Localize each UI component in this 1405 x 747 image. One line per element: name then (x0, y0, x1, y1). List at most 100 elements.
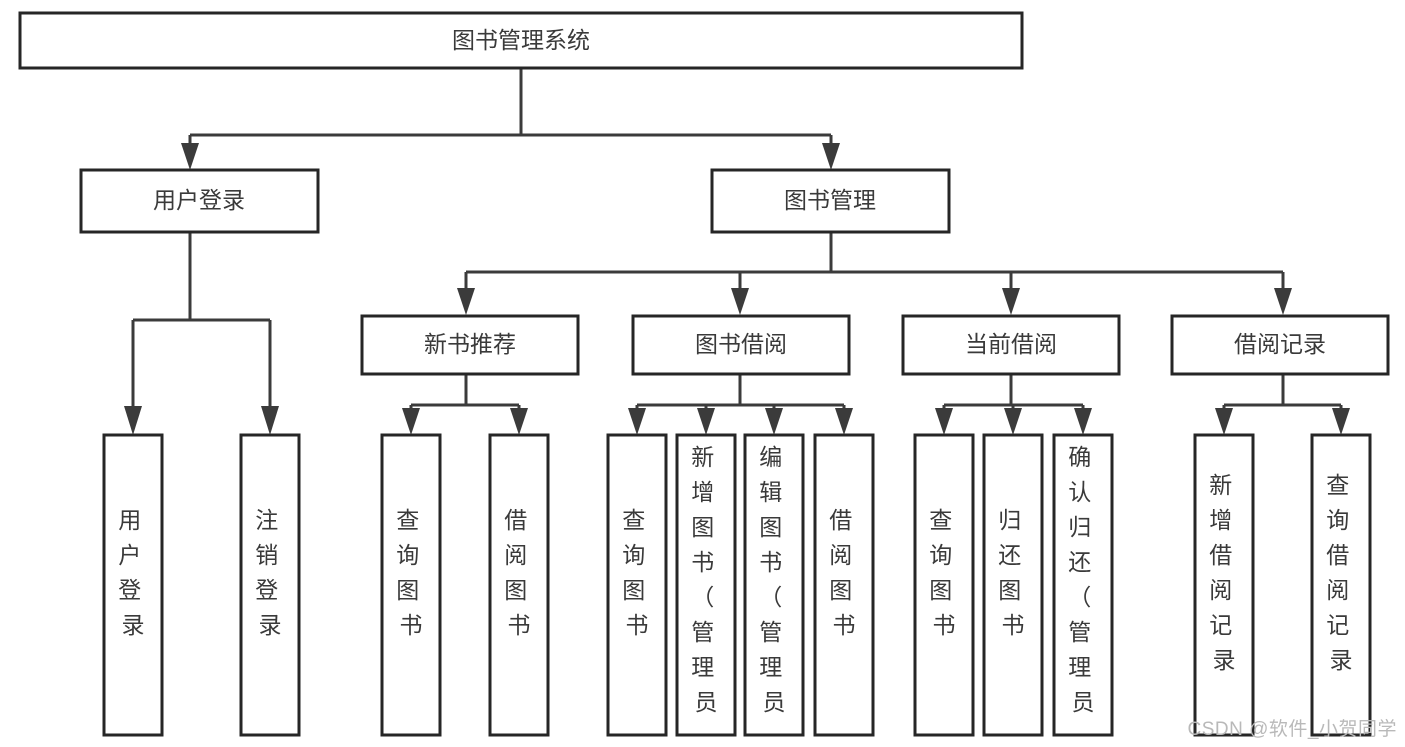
leaf-bb-borrow-book-box[interactable] (813, 433, 875, 737)
leaf-nb-borrow-book-box[interactable] (488, 433, 550, 737)
vchar: 管 (1068, 619, 1091, 645)
leaf-br-add-record[interactable]: 新 增 借 阅 记 录 (1193, 433, 1255, 737)
vchar: 书 (400, 612, 423, 638)
vchar: 管 (691, 619, 714, 645)
edge-group-book-manage-to-level3 (457, 232, 1292, 315)
vchar: 图 (759, 514, 782, 540)
leaf-br-query-record-box[interactable] (1310, 433, 1372, 737)
arrowhead-bb-borrow-book (835, 408, 853, 435)
edge-group-new-book-to-leaves (402, 375, 528, 435)
vchar: 询 (622, 542, 645, 568)
vchar: 图 (504, 577, 527, 603)
vchar: 查 (396, 507, 419, 533)
arrowhead-nb-borrow-book (510, 408, 528, 435)
leaf-br-query-record[interactable]: 查 询 借 阅 记 录 (1310, 433, 1372, 737)
vchar: 理 (691, 654, 714, 680)
vchar: 阅 (1326, 577, 1349, 603)
leaf-cb-return-book-box[interactable] (982, 433, 1044, 737)
vchar: 询 (1326, 507, 1349, 533)
vchar: 用 (118, 507, 141, 533)
vchar: 注 (255, 507, 278, 533)
leaf-bb-add-book-box[interactable] (675, 433, 737, 737)
arrowhead-cb-return-book (1004, 408, 1022, 435)
node-book-management[interactable]: 图书管理 (710, 168, 951, 234)
vchar: 归 (998, 507, 1021, 533)
vchar: 图 (691, 514, 714, 540)
leaf-cb-query-book[interactable]: 查 询 图 书 (913, 433, 975, 737)
vchar: 借 (829, 507, 852, 533)
leaf-cb-confirm-return-label: 确 认 归 还 （ 管 理 员 (1068, 444, 1097, 715)
leaf-cb-confirm-return-box[interactable] (1052, 433, 1114, 737)
vchar: 增 (691, 479, 714, 505)
leaf-bb-add-book[interactable]: 新 增 图 书 （ 管 理 员 (675, 433, 737, 737)
node-book-borrow[interactable]: 图书借阅 (631, 314, 851, 376)
leaf-logout-box[interactable] (239, 433, 301, 737)
node-root-book-management-system[interactable]: 图书管理系统 (18, 11, 1024, 70)
vchar: 询 (396, 542, 419, 568)
edge-group-book-borrow-to-leaves (628, 375, 853, 435)
node-new-book-recommend-box[interactable] (360, 314, 580, 376)
leaf-logout-label: 注 销 登 录 (255, 507, 284, 638)
vchar: 员 (1072, 689, 1095, 715)
vchar: 辑 (759, 479, 782, 505)
arrowhead-borrow-record (1274, 288, 1292, 315)
arrowhead-cb-query-book (935, 408, 953, 435)
edge-group-borrow-record-to-leaves (1215, 375, 1350, 435)
node-user-login-box[interactable] (79, 168, 320, 234)
leaf-br-add-record-label: 新 增 借 阅 记 录 (1209, 472, 1238, 673)
node-current-borrow[interactable]: 当前借阅 (901, 314, 1121, 376)
leaf-bb-borrow-book[interactable]: 借 阅 图 书 (813, 433, 875, 737)
node-book-management-label: 图书管理 (784, 187, 876, 213)
vchar: 记 (1326, 612, 1349, 638)
leaf-bb-edit-book-box[interactable] (743, 433, 805, 737)
leaf-br-query-record-label: 查 询 借 阅 记 录 (1326, 472, 1355, 673)
node-user-login[interactable]: 用户登录 (79, 168, 320, 234)
leaf-cb-return-book[interactable]: 归 还 图 书 (982, 433, 1044, 737)
arrowhead-book-borrow (731, 288, 749, 315)
leaf-user-login[interactable]: 用 户 登 录 (102, 433, 164, 737)
leaf-cb-query-book-box[interactable] (913, 433, 975, 737)
vchar: （ (759, 584, 782, 610)
vchar: 编 (759, 444, 782, 470)
vchar: 录 (122, 612, 145, 638)
leaf-bb-query-book-label: 查 询 图 书 (622, 507, 651, 638)
leaf-bb-borrow-book-label: 借 阅 图 书 (829, 507, 858, 638)
vchar: 借 (1326, 542, 1349, 568)
leaf-logout[interactable]: 注 销 登 录 (239, 433, 301, 737)
vchar: 图 (396, 577, 419, 603)
leaf-br-add-record-box[interactable] (1193, 433, 1255, 737)
leaf-cb-confirm-return[interactable]: 确 认 归 还 （ 管 理 员 (1052, 433, 1114, 737)
vchar: 新 (691, 444, 714, 470)
leaf-user-login-box[interactable] (102, 433, 164, 737)
leaf-nb-query-book-box[interactable] (380, 433, 442, 737)
node-root-box[interactable] (18, 11, 1024, 70)
vchar: 员 (695, 689, 718, 715)
node-borrow-record[interactable]: 借阅记录 (1170, 314, 1390, 376)
vchar: 销 (255, 542, 278, 568)
leaf-bb-query-book-box[interactable] (606, 433, 668, 737)
node-new-book-recommend[interactable]: 新书推荐 (360, 314, 580, 376)
vchar: 还 (998, 542, 1021, 568)
arrowhead-nb-query-book (402, 408, 420, 435)
leaf-nb-borrow-book[interactable]: 借 阅 图 书 (488, 433, 550, 737)
arrowhead-new-book-recommend (457, 288, 475, 315)
node-book-management-box[interactable] (710, 168, 951, 234)
node-current-borrow-box[interactable] (901, 314, 1121, 376)
leaf-nb-borrow-book-label: 借 阅 图 书 (504, 507, 533, 638)
vchar: 书 (508, 612, 531, 638)
leaf-nb-query-book[interactable]: 查 询 图 书 (380, 433, 442, 737)
vchar: 阅 (504, 542, 527, 568)
arrowhead-bb-edit-book (765, 408, 783, 435)
node-borrow-record-label: 借阅记录 (1234, 331, 1326, 357)
leaf-bb-query-book[interactable]: 查 询 图 书 (606, 433, 668, 737)
leaf-bb-edit-book[interactable]: 编 辑 图 书 （ 管 理 员 (743, 433, 805, 737)
leaf-user-login-label: 用 户 登 录 (118, 507, 147, 638)
node-borrow-record-box[interactable] (1170, 314, 1390, 376)
arrowhead-book-manage (822, 143, 840, 170)
node-book-borrow-box[interactable] (631, 314, 851, 376)
vchar: 理 (1068, 654, 1091, 680)
edge-group-root-to-level2 (181, 68, 840, 170)
vchar: 录 (1213, 647, 1236, 673)
